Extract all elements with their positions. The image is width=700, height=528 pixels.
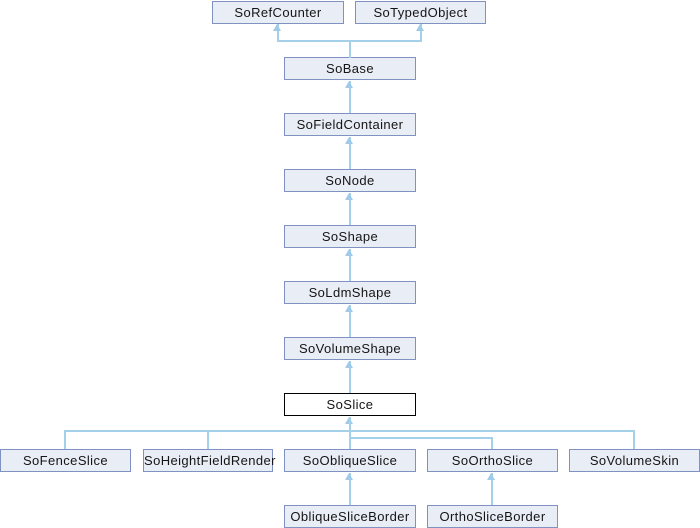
edge-drop-soorthoslice [491,437,493,449]
arrowhead-to-sofieldcontainer [345,137,353,144]
class-node-obliquesliceborder[interactable]: ObliqueSliceBorder [284,505,416,528]
class-node-sofieldcontainer[interactable]: SoFieldContainer [284,113,416,136]
edge-line-sonode-sofieldcontainer [349,137,351,169]
class-node-soobliqueslice[interactable]: SoObliqueSlice [284,449,416,472]
arrowhead-to-sovolumeshape [345,361,353,368]
class-node-sovolumeskin[interactable]: SoVolumeSkin [569,449,700,472]
class-node-sofenceslice[interactable]: SoFenceSlice [0,449,131,472]
arrowhead-to-soobliqueslice [345,473,353,480]
class-node-orthosliceborder[interactable]: OrthoSliceBorder [427,505,558,528]
edge-drop-soheightfieldrender [207,430,209,449]
edge-line-soobliqueslice-soslice [349,417,351,449]
edge-line-sobase-sotypedobject [420,24,422,41]
class-node-sorefcounter[interactable]: SoRefCounter [212,1,344,24]
edge-line-soshape-sonode [349,193,351,225]
class-node-sotypedobject[interactable]: SoTypedObject [355,1,486,24]
edge-line-obliquesliceborder-soobliqueslice [349,473,351,505]
edge-line-sobase-stem [349,40,351,58]
edge-drop-sovolumeskin [633,430,635,449]
arrowhead-to-sorefcounter [273,24,281,31]
arrowhead-to-soshape [345,249,353,256]
arrowhead-to-sotypedobject [416,24,424,31]
edge-rail-soorthoslice [349,437,492,439]
arrowhead-to-soorthoslice [487,473,495,480]
arrowhead-to-sobase [345,81,353,88]
edge-line-orthosliceborder-soorthoslice [491,473,493,505]
edge-line-sofieldcontainer-sobase [349,81,351,113]
class-node-sovolumeshape[interactable]: SoVolumeShape [284,337,416,360]
class-node-soldmshape[interactable]: SoLdmShape [284,281,416,304]
class-node-sobase[interactable]: SoBase [284,57,416,80]
class-node-sonode[interactable]: SoNode [284,169,416,192]
class-node-soorthoslice[interactable]: SoOrthoSlice [427,449,558,472]
arrowhead-to-sonode [345,193,353,200]
edge-rail-soslice-children [64,430,635,432]
edge-drop-sofenceslice [64,430,66,449]
class-node-soheightfieldrender[interactable]: SoHeightFieldRender [143,449,276,472]
edge-line-sobase-sorefcounter [277,24,279,41]
edge-line-sovolumeshape-soldmshape [349,305,351,337]
class-node-soshape[interactable]: SoShape [284,225,416,248]
arrowhead-to-soldmshape [345,305,353,312]
edge-line-soldmshape-soshape [349,249,351,281]
edge-line-soslice-sovolumeshape [349,361,351,393]
class-node-soslice-current: SoSlice [284,393,416,416]
